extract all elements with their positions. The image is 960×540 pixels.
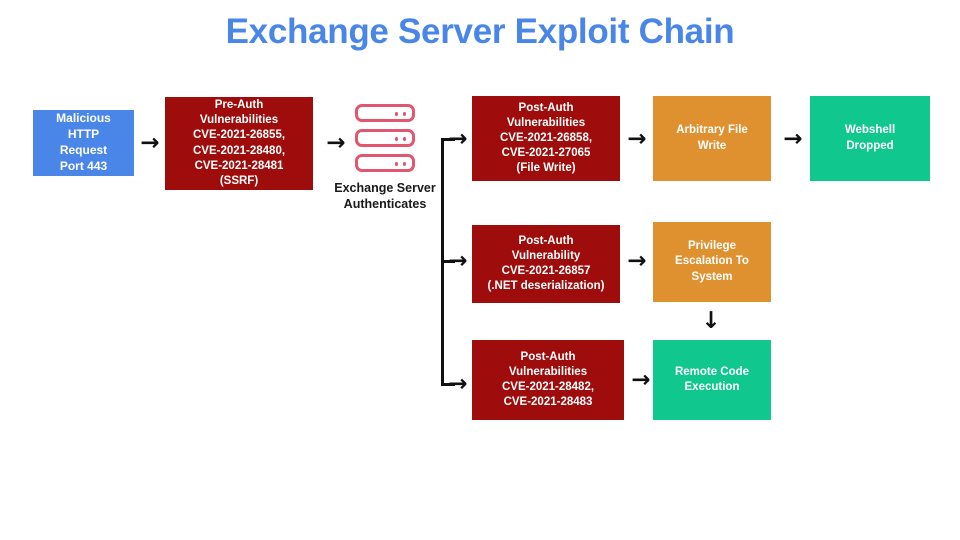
node-post-auth-rce-vulnerabilities-label: Post-Auth Vulnerabilities CVE-2021-28482… (501, 350, 595, 409)
arrow-branch-to-deserialization: → (448, 247, 468, 274)
node-privilege-escalation[interactable]: Privilege Escalation To System (653, 222, 771, 302)
node-remote-code-execution-label: Remote Code Execution (674, 365, 750, 393)
server-led-icon (402, 112, 406, 116)
arrow-branch-to-rce-vulns: → (448, 370, 468, 397)
branch-stub-top (441, 138, 455, 141)
server-unit-top (355, 104, 415, 122)
branch-stub-middle (441, 260, 455, 263)
server-unit-bottom (355, 154, 415, 172)
arrow-preauth-to-server: → (326, 129, 346, 156)
arrow-rce-vulns-to-rce: → (631, 366, 651, 393)
server-caption: Exchange Server Authenticates (334, 181, 436, 211)
node-post-auth-deserialization[interactable]: Post-Auth Vulnerability CVE-2021-26857 (… (472, 225, 620, 303)
arrow-branch-to-file-write: → (448, 125, 468, 152)
server-led-icon (394, 137, 398, 141)
server-unit-middle (355, 129, 415, 147)
node-arbitrary-file-write-label: Arbitrary File Write (676, 124, 748, 152)
branch-stub-bottom (441, 383, 455, 386)
server-led-icon (394, 112, 398, 116)
page-title: Exchange Server Exploit Chain (225, 12, 735, 51)
node-post-auth-file-write-label: Post-Auth Vulnerabilities CVE-2021-26858… (499, 101, 593, 175)
server-led-icon (394, 162, 398, 166)
node-pre-auth-vulnerabilities-label: Pre-Auth Vulnerabilities CVE-2021-26855,… (192, 98, 286, 187)
server-stack-icon (355, 104, 415, 172)
node-webshell-dropped-label: Webshell Dropped (844, 124, 896, 152)
node-privilege-escalation-label: Privilege Escalation To System (675, 240, 749, 283)
node-webshell-dropped[interactable]: Webshell Dropped (810, 96, 930, 181)
node-malicious-http-request[interactable]: Malicious HTTP Request Port 443 (33, 110, 134, 176)
arrow-entry-to-preauth: → (140, 129, 160, 156)
node-post-auth-rce-vulnerabilities[interactable]: Post-Auth Vulnerabilities CVE-2021-28482… (472, 340, 624, 420)
node-arbitrary-file-write[interactable]: Arbitrary File Write (653, 96, 771, 181)
node-pre-auth-vulnerabilities[interactable]: Pre-Auth Vulnerabilities CVE-2021-26855,… (165, 97, 313, 190)
node-remote-code-execution[interactable]: Remote Code Execution (653, 340, 771, 420)
arrow-arbitrary-write-to-webshell: → (783, 125, 803, 152)
server-led-icon (402, 137, 406, 141)
node-malicious-http-request-label: Malicious HTTP Request Port 443 (56, 111, 111, 173)
node-post-auth-deserialization-label: Post-Auth Vulnerability CVE-2021-26857 (… (487, 234, 605, 293)
node-post-auth-file-write[interactable]: Post-Auth Vulnerabilities CVE-2021-26858… (472, 96, 620, 181)
arrow-filewrite-to-arbitrary-write: → (627, 125, 647, 152)
server-led-icon (402, 162, 406, 166)
arrow-deserialization-to-privesc: → (627, 247, 647, 274)
arrow-privesc-to-rce: ↓ (701, 307, 721, 334)
